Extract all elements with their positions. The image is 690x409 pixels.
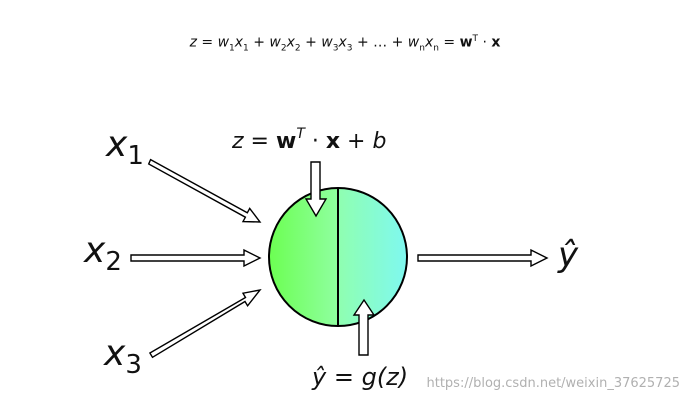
arrow-activation-up [352,298,376,356]
eq-x3: x [338,34,347,51]
sum-dot: · [305,129,326,154]
eq-wn: w [407,34,420,51]
sum-plus: + [340,129,372,154]
input-x2-sub: 2 [105,247,122,277]
eq-w1: w [217,34,230,51]
neuron-left-half [269,188,338,326]
eq-x2-sub: 2 [294,43,301,54]
eq-w2: w [269,34,281,51]
act-equals: = [326,363,361,391]
act-yhat: ŷ [311,363,327,391]
eq-xn: x [424,34,434,51]
top-equation: z = w1x1 + w2x2 + w3x3 + … + wnxn = wT ·… [0,34,690,53]
eq-x2: x [286,34,295,51]
arrow-summation-down [304,161,328,218]
input-x3-sub: 3 [125,350,142,380]
eq-dot: · [478,34,492,51]
output-label-yhat: ŷ [557,235,579,275]
input-x2-var: x [83,230,106,271]
arrow-x1-to-neuron [147,158,262,223]
input-label-x2: x2 [83,230,122,277]
eq-w3: w [321,34,333,51]
eq-z: z [189,34,197,51]
eq-plus-1: + [248,34,270,51]
sum-z: z [231,129,244,154]
eq-transpose: T [472,34,479,44]
eq-x-vector: x [491,34,501,51]
eq-equals: = [196,34,218,51]
watermark-url: https://blog.csdn.net/weixin_37625725 [426,376,680,391]
arrow-x3-to-neuron [148,288,262,359]
input-x3-var: x [103,333,126,374]
input-label-x3: x3 [103,333,142,380]
eq-w-vector: w [459,34,473,51]
summation-label: z = wT · x + b [231,126,386,154]
input-x1-sub: 1 [127,141,144,171]
activation-label: ŷ = g(z) [311,363,408,391]
eq-w1-sub: 1 [229,43,235,54]
eq-w2-sub: 2 [280,43,287,54]
eq-x3-sub: 3 [346,43,353,54]
eq-w3-sub: 3 [332,43,339,54]
eq-equals-2: = [438,34,460,51]
arrow-output [417,248,549,268]
eq-x1: x [234,34,244,51]
sum-x-vector: x [326,129,340,154]
eq-plus-2: + [300,34,322,51]
eq-xn-sub: n [433,43,439,54]
input-x1-var: x [105,124,128,165]
sum-bias: b [372,129,386,154]
eq-plus-ellipsis: + … + [352,34,408,51]
neuron-right-half [338,188,407,326]
arrow-x2-to-neuron [130,248,262,268]
sum-w-vector: w [276,129,296,154]
eq-wn-sub: n [419,43,425,54]
input-label-x1: x1 [105,124,144,171]
sum-transpose: T [296,126,306,142]
act-gz: g(z) [362,363,409,391]
sum-equals: = [244,129,276,154]
eq-x1-sub: 1 [243,43,249,54]
